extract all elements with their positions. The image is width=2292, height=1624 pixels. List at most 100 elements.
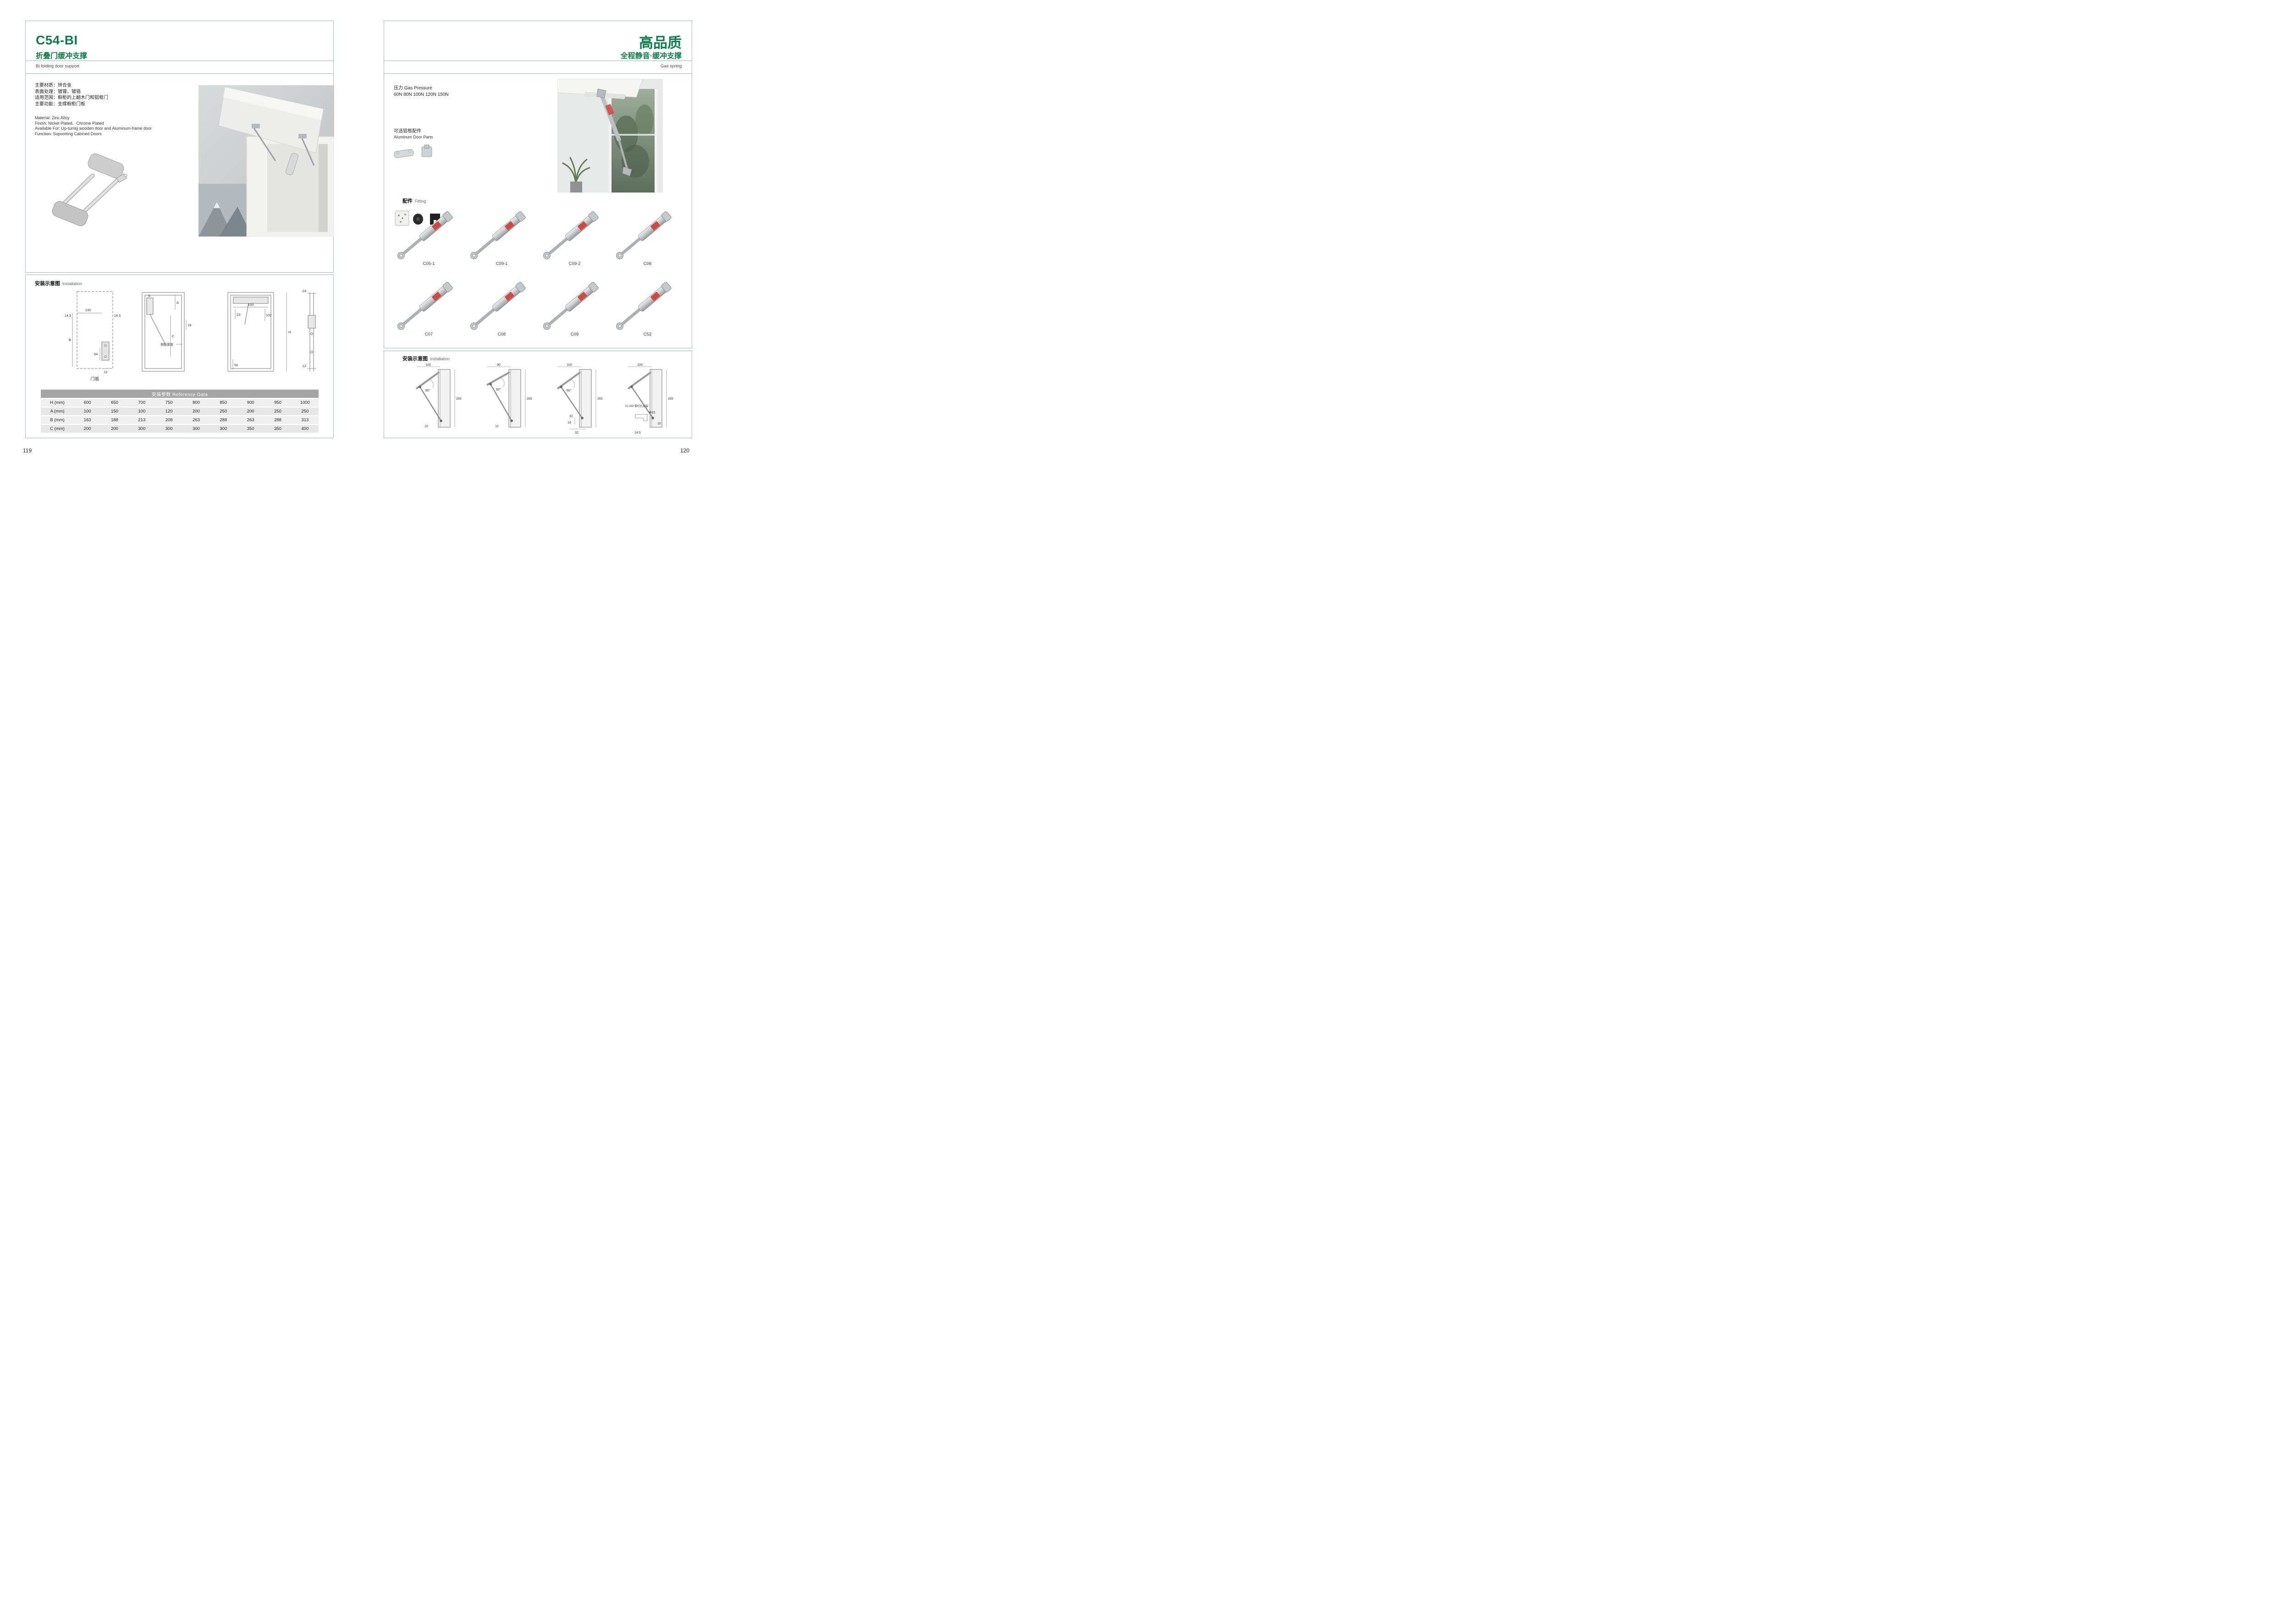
table-cell: 200 [111, 426, 118, 431]
dim-102: 102 [266, 313, 272, 317]
table-cell: 700 [138, 400, 146, 405]
installation-label-cn: 安装示意图 [35, 281, 60, 286]
table-cell: 163 [83, 418, 91, 423]
dim-angle-3: 80° [567, 389, 572, 392]
table-cell: 263 [193, 418, 200, 423]
header-divider [384, 73, 692, 74]
dim-135: 135 [85, 308, 91, 312]
aluminum-parts-block: 可选铝框配件 Aluminum Door Parts [394, 128, 433, 140]
left-title-en: Bi folding door support [36, 64, 80, 69]
dim-right-2: 265 [527, 397, 532, 401]
dim-top-1: 100 [425, 363, 431, 367]
dim-23: 23 [237, 313, 240, 317]
product-code: C07 [424, 332, 433, 337]
pressure-label: 压力 Gas Pressure [394, 86, 432, 91]
table-cell: 600 [83, 400, 91, 405]
left-main-frame: C54-BI 折叠门缓冲支撑 Bi folding door support 主… [25, 21, 334, 273]
gas-spring-image [613, 276, 682, 335]
installation-diagrams: 100 80° 265 10 90 90° 265 10 100 80° 265… [415, 363, 673, 435]
product-card: C09-1 [465, 205, 538, 273]
dim-32a: 32 [569, 415, 573, 418]
product-code: C05-1 [423, 261, 435, 266]
table-cell: 250 [301, 409, 309, 414]
table-cell: H (mm) [50, 400, 65, 405]
table-cell: 288 [274, 418, 281, 423]
table-cell: 200 [193, 409, 200, 414]
dim-top-2: 90 [497, 363, 501, 367]
table-cell: 300 [165, 426, 173, 431]
table-row: B (mm) 163 188 213 208 263 288 263 288 3… [41, 416, 319, 424]
spec-line-en: Function: Supoorting Cabined Doors [35, 131, 102, 136]
product-card: C09-2 [538, 205, 611, 273]
dim-phi15: Φ15 [649, 411, 655, 414]
product-card: C07 [392, 276, 465, 344]
table-cell: 400 [301, 426, 309, 431]
table-cell: 313 [301, 418, 309, 423]
gas-spring-image [395, 205, 463, 264]
table-cell: 850 [220, 400, 227, 405]
left-title-cn: 折叠门缓冲支撑 [36, 52, 88, 60]
table-cell: 200 [247, 409, 254, 414]
table-row: H (mm) 600 650 700 750 800 850 900 950 1… [41, 399, 319, 407]
right-title-en: Gas spring [661, 64, 682, 69]
pressure-block: 压力 Gas Pressure 60N 80N 100N 120N 150N [394, 85, 449, 98]
dim-14-5-right: 14.5 [114, 314, 121, 318]
spec-line-cn: 适用范围：橱柜的上翻木门和铝框门 [35, 95, 108, 100]
table-row: A (mm) 100 150 100 120 200 250 200 250 2… [41, 407, 319, 415]
spec-line-en: Material: Zinc Alloy [35, 116, 70, 120]
product-code: C52 [643, 332, 652, 337]
dim-bottom-2: 10 [495, 425, 499, 428]
product-code: C09-2 [568, 261, 581, 266]
gas-spring-image [540, 276, 609, 335]
dim-50: 50 [234, 363, 238, 367]
table-cell: 950 [274, 400, 281, 405]
dim-54: 54 [94, 352, 98, 356]
reference-table-title: 安装参数 Reference Data [41, 390, 319, 398]
dim-angle-2: 90° [496, 388, 501, 391]
gas-spring-image [468, 205, 536, 264]
table-cell: 213 [138, 418, 146, 423]
right-main-frame: 高品质 全程静音·缓冲支撑 Gas spring 压力 Gas Pressure… [384, 21, 692, 348]
drill-note: 01.004 需打孔安装 [625, 404, 648, 408]
fitting-label-en: Fitting [415, 199, 426, 204]
spec-line-cn: 表面处理：镀镍、镀铬 [35, 89, 81, 94]
gas-spring-image [540, 205, 609, 264]
table-cell: 350 [274, 426, 281, 431]
product-code: C09-1 [496, 261, 508, 266]
spec-line-en: Available For: Up-turnig wooden door and… [35, 126, 152, 131]
product-code: C06 [643, 261, 652, 266]
page-number-left: 119 [23, 447, 32, 454]
dim-19: 19 [187, 323, 191, 327]
product-card: C06 [611, 205, 684, 273]
gas-spring-photo [557, 79, 663, 193]
gas-spring-image [613, 205, 682, 264]
table-cell: C (mm) [50, 426, 65, 431]
table-cell: 288 [220, 418, 227, 423]
dim-32b: 32 [575, 431, 579, 435]
table-cell: 263 [247, 418, 254, 423]
dim-193: 193 [248, 303, 254, 307]
dim-14-5-left: 14.5 [65, 314, 72, 318]
reference-table: 安装参数 Reference Data H (mm) 600 650 700 7… [41, 390, 319, 433]
table-cell: 300 [193, 426, 200, 431]
table-cell: 300 [138, 426, 146, 431]
table-cell: 188 [111, 418, 118, 423]
table-cell: 250 [274, 409, 281, 414]
spec-line-cn: 主要材质：锌合金 [35, 83, 72, 88]
table-cell: 800 [193, 400, 200, 405]
aluminum-parts-label-cn: 可选铝框配件 [394, 129, 421, 134]
table-row: C (mm) 200 200 300 300 300 300 350 350 4… [41, 425, 319, 433]
spec-line-en: Finish: Nickel Plated、Chrome Plated [35, 121, 104, 126]
dim-top-4: 100 [637, 363, 643, 367]
table-cell: 300 [220, 426, 227, 431]
specs-en: Material: Zinc Alloy Finish: Nickel Plat… [35, 116, 152, 137]
table-cell: A (mm) [50, 409, 65, 414]
table-cell: 100 [138, 409, 146, 414]
product-card: C08 [465, 276, 538, 344]
table-cell: 150 [111, 409, 118, 414]
specs-cn: 主要材质：锌合金 表面处理：镀镍、镀铬 适用范围：橱柜的上翻木门和铝框门 主要功… [35, 83, 108, 107]
table-cell: 350 [247, 426, 254, 431]
